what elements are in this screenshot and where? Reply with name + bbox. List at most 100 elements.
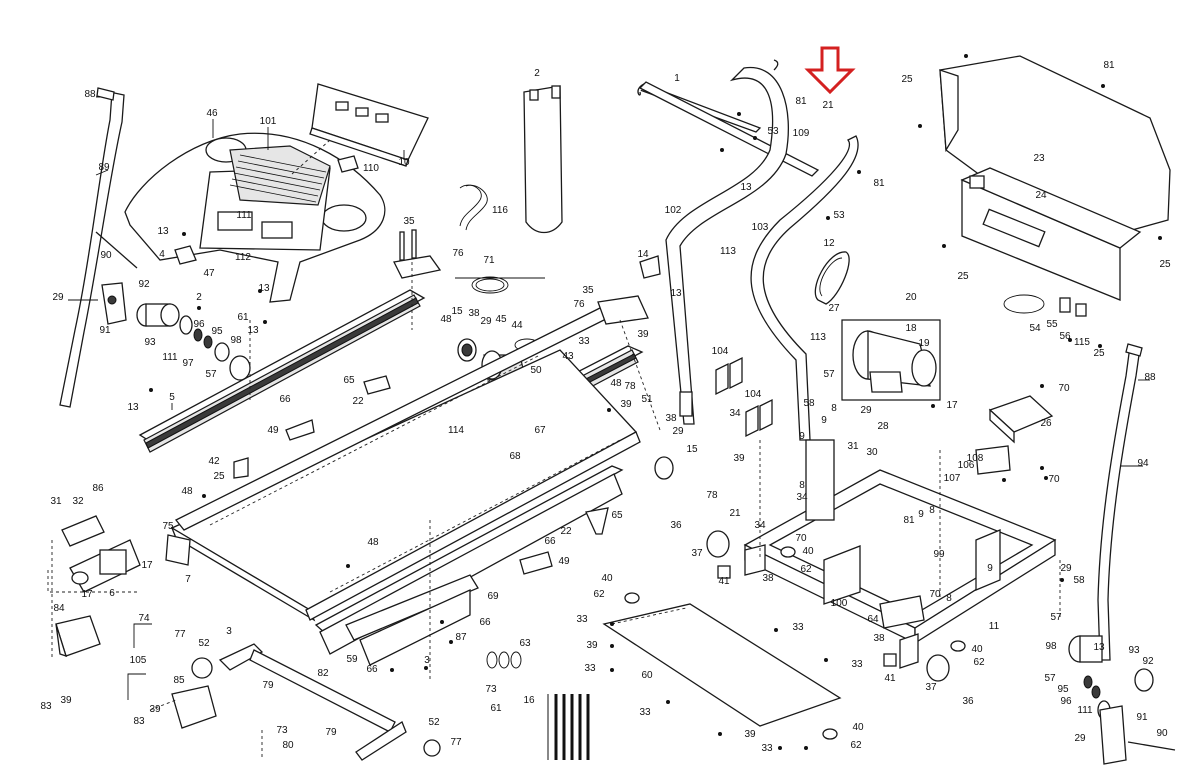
part-label-28: 28 xyxy=(877,421,889,432)
incline-arm-part xyxy=(191,643,441,761)
part-label-17: 17 xyxy=(141,560,153,571)
part-label-96: 96 xyxy=(1060,696,1072,707)
part-label-64: 64 xyxy=(867,614,879,625)
left-side-rail-part xyxy=(138,289,426,453)
part-label-34: 34 xyxy=(754,520,766,531)
part-label-104: 104 xyxy=(712,346,729,357)
part-label-87: 87 xyxy=(455,632,467,643)
part-label-18: 18 xyxy=(905,323,917,334)
part-label-90: 90 xyxy=(1156,728,1168,739)
part-label-38: 38 xyxy=(665,413,677,424)
wheels-part xyxy=(624,456,966,740)
part-label-105: 105 xyxy=(130,655,147,666)
drive-belt-part xyxy=(814,251,850,305)
part-label-62: 62 xyxy=(973,657,985,668)
part-label-99: 99 xyxy=(933,549,945,560)
part-label-81: 81 xyxy=(873,178,885,189)
part-label-65: 65 xyxy=(343,375,355,386)
part-label-70: 70 xyxy=(795,533,807,544)
part-label-9: 9 xyxy=(987,563,993,574)
part-label-33: 33 xyxy=(639,707,651,718)
part-label-48: 48 xyxy=(610,378,622,389)
part-label-108: 108 xyxy=(967,453,984,464)
part-label-103: 103 xyxy=(752,222,769,233)
part-label-68: 68 xyxy=(509,451,521,462)
part-label-33: 33 xyxy=(851,659,863,670)
part-label-58: 58 xyxy=(1073,575,1085,586)
part-label-70: 70 xyxy=(1048,474,1060,485)
part-label-39: 39 xyxy=(733,453,745,464)
part-label-85: 85 xyxy=(173,675,185,686)
part-label-22: 22 xyxy=(560,526,572,537)
part-label-13: 13 xyxy=(247,325,259,336)
cable-harness-part xyxy=(455,184,545,294)
part-label-101: 101 xyxy=(260,116,277,127)
part-label-17: 17 xyxy=(946,400,958,411)
part-label-79: 79 xyxy=(262,680,274,691)
part-label-13: 13 xyxy=(258,283,270,294)
part-label-91: 91 xyxy=(1136,712,1148,723)
part-label-70: 70 xyxy=(1058,383,1070,394)
part-label-39: 39 xyxy=(149,704,161,715)
part-label-40: 40 xyxy=(971,644,983,655)
part-label-25: 25 xyxy=(957,271,969,282)
left-handrail-part xyxy=(59,87,125,408)
part-label-36: 36 xyxy=(962,696,974,707)
part-label-104: 104 xyxy=(745,389,762,400)
part-label-17: 17 xyxy=(81,589,93,600)
part-label-16: 16 xyxy=(523,695,535,706)
part-label-13: 13 xyxy=(670,288,682,299)
part-label-43: 43 xyxy=(562,351,574,362)
loops-63-part xyxy=(486,651,522,669)
part-label-5: 5 xyxy=(169,392,175,403)
motor-bracket-24-part xyxy=(960,167,1142,301)
part-label-42: 42 xyxy=(208,456,220,467)
part-label-88: 88 xyxy=(84,89,96,100)
part-label-9: 9 xyxy=(821,415,827,426)
part-label-57: 57 xyxy=(205,369,217,380)
upright-tubes-part xyxy=(637,59,859,441)
part-label-39: 39 xyxy=(620,399,632,410)
left-pivot-bracket-part xyxy=(68,231,138,325)
part-label-111: 111 xyxy=(1077,705,1093,716)
part-label-3: 3 xyxy=(424,655,430,666)
cover-85-part xyxy=(171,685,217,729)
part-label-63: 63 xyxy=(519,638,531,649)
part-label-29: 29 xyxy=(1074,733,1086,744)
part-label-93: 93 xyxy=(1128,645,1140,656)
part-label-1: 1 xyxy=(674,73,680,84)
part-label-115: 115 xyxy=(1074,337,1090,348)
part-label-102: 102 xyxy=(665,205,682,216)
part-label-98: 98 xyxy=(1045,641,1057,652)
part-label-11: 11 xyxy=(989,621,1000,632)
part-label-13: 13 xyxy=(1093,642,1105,653)
part-label-81: 81 xyxy=(1103,60,1115,71)
part-label-59: 59 xyxy=(346,654,358,665)
part-label-66: 66 xyxy=(479,617,491,628)
part-label-4: 4 xyxy=(159,249,165,260)
part-label-48: 48 xyxy=(181,486,193,497)
part-label-94: 94 xyxy=(1137,458,1149,469)
walking-deck-part xyxy=(170,305,641,622)
part-label-77: 77 xyxy=(174,629,186,640)
belt-guard-part xyxy=(523,85,563,234)
part-label-88: 88 xyxy=(1144,372,1156,383)
cover-100-part xyxy=(823,545,861,605)
part-label-35: 35 xyxy=(582,285,594,296)
part-label-45: 45 xyxy=(495,314,507,325)
part-label-8: 8 xyxy=(831,403,837,414)
part-label-60: 60 xyxy=(641,670,653,681)
part-label-3: 3 xyxy=(226,626,232,637)
part-label-97: 97 xyxy=(182,358,194,369)
part-label-31: 31 xyxy=(50,496,62,507)
part-label-83: 83 xyxy=(133,716,145,727)
part-label-73: 73 xyxy=(276,725,288,736)
part-label-95: 95 xyxy=(1057,684,1069,695)
part-label-65: 65 xyxy=(611,510,623,521)
part-label-38: 38 xyxy=(468,308,480,319)
part-label-109: 109 xyxy=(793,128,810,139)
part-label-8: 8 xyxy=(799,480,805,491)
part-label-107: 107 xyxy=(944,473,961,484)
console-part xyxy=(124,83,429,303)
